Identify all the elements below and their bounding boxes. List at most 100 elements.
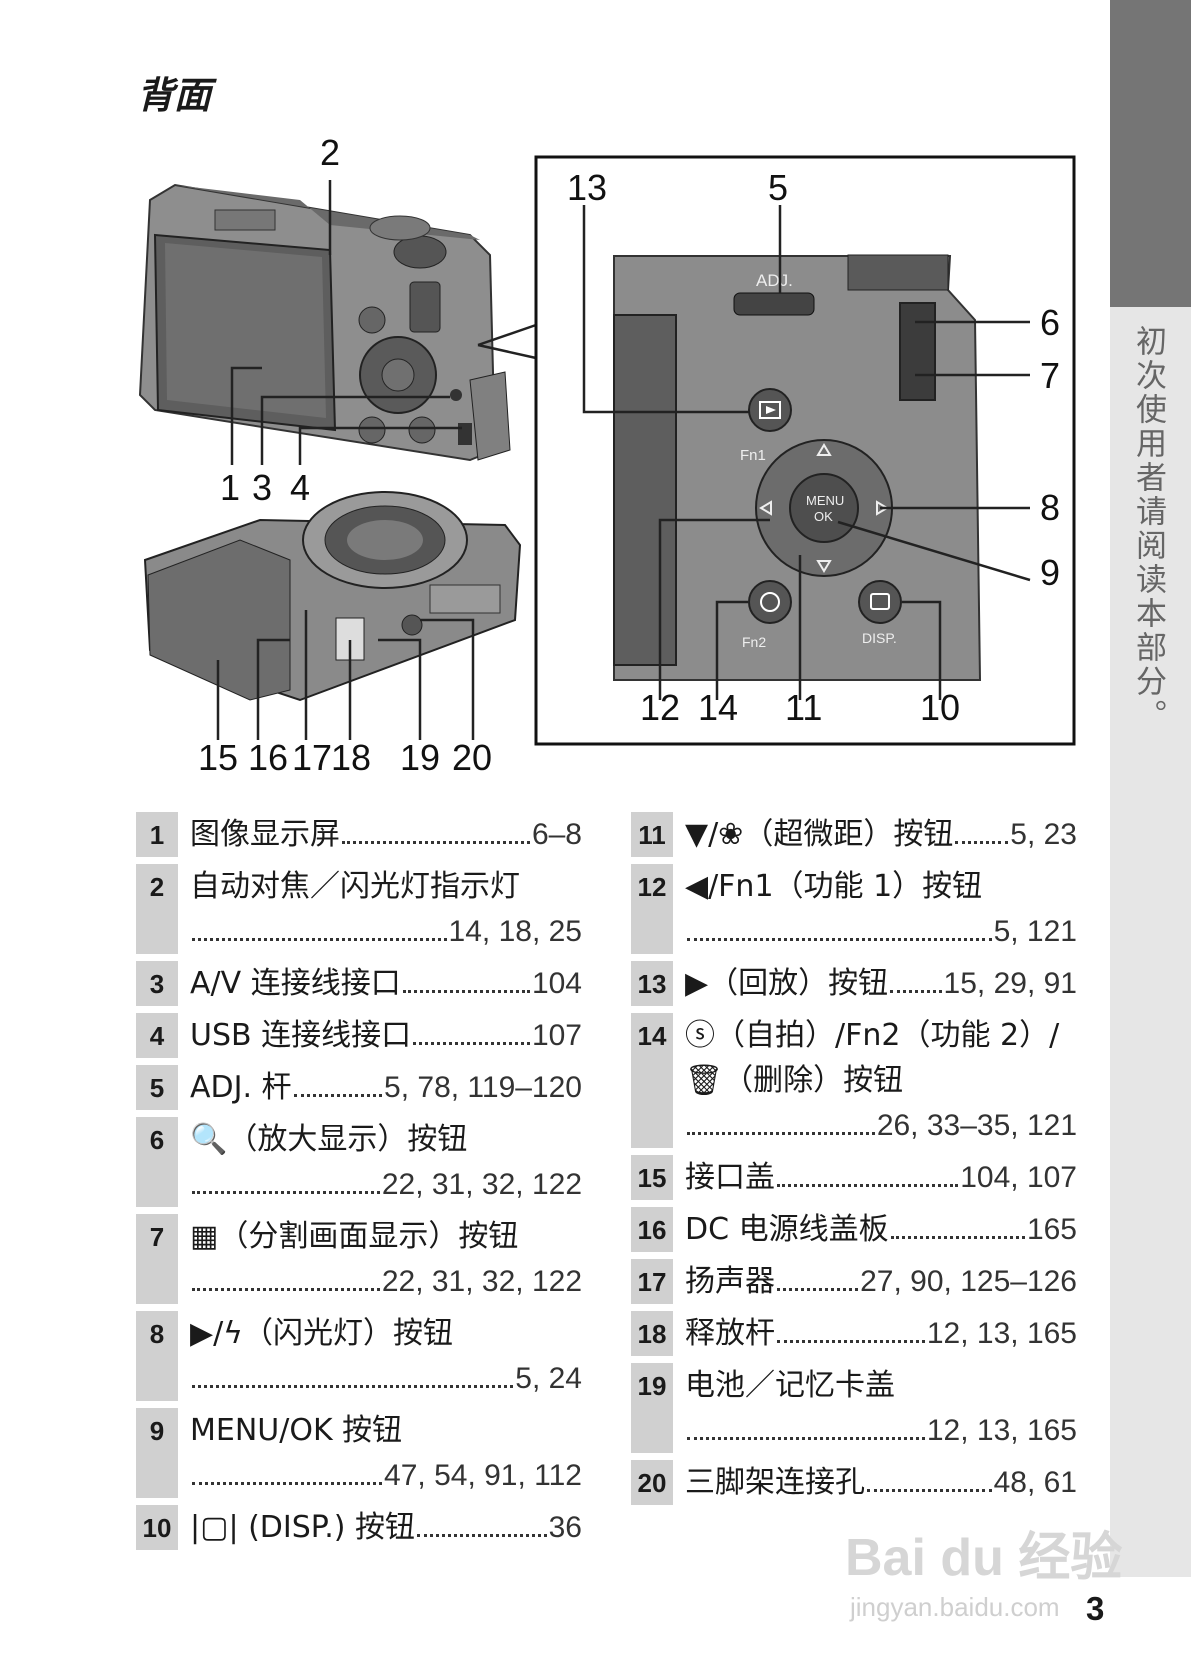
part-number: 14 <box>631 1013 673 1148</box>
callout-13: 13 <box>567 167 607 208</box>
part-description: A/V 连接线接口 104 <box>178 961 582 1006</box>
part-label: 🗑（删除）按钮 <box>685 1063 904 1098</box>
page-reference: 14, 18, 25 <box>448 915 582 948</box>
part-number: 19 <box>631 1363 673 1453</box>
callout-6: 6 <box>1040 302 1060 343</box>
chapter-tab-light <box>1110 307 1191 1577</box>
part-row: 12 ◀/Fn1（功能 1）按钮 5, 121 <box>631 864 1077 954</box>
dot-leader <box>192 1191 380 1194</box>
dot-leader <box>192 1385 514 1388</box>
dot-leader <box>687 938 992 941</box>
page-number: 3 <box>1086 1590 1105 1627</box>
callout-15: 15 <box>198 737 238 778</box>
callout-11: 11 <box>785 687 822 728</box>
part-number: 2 <box>136 864 178 954</box>
disp-label: DISP. <box>862 630 897 646</box>
page-reference: 47, 54, 91, 112 <box>384 1459 582 1492</box>
adj-lever-label: ADJ. <box>756 271 793 290</box>
part-number: 1 <box>136 812 178 857</box>
part-number: 12 <box>631 864 673 954</box>
dot-leader <box>777 1184 959 1187</box>
callout-20: 20 <box>452 737 492 778</box>
part-number: 15 <box>631 1155 673 1200</box>
part-number: 17 <box>631 1259 673 1304</box>
dot-leader <box>777 1340 925 1343</box>
callout-16: 16 <box>248 737 288 778</box>
part-label: 自动对焦／闪光灯指示灯 <box>190 869 520 904</box>
page-reference: 6–8 <box>531 818 582 851</box>
dot-leader <box>417 1534 547 1537</box>
part-description: ▶（回放）按钮 15, 29, 91 <box>673 961 1077 1006</box>
part-number: 7 <box>136 1214 178 1304</box>
dot-leader <box>192 1482 383 1485</box>
callout-19: 19 <box>400 737 440 778</box>
part-label: |▢| (DISP.) 按钮 <box>190 1510 415 1545</box>
callout-10: 10 <box>920 687 960 728</box>
dot-leader <box>777 1288 859 1291</box>
part-label: A/V 连接线接口 <box>190 966 401 1001</box>
callout-17: 17 <box>292 737 332 778</box>
callout-2: 2 <box>320 132 340 173</box>
page-reference: 5, 78, 119–120 <box>384 1071 582 1104</box>
part-description: ◀/Fn1（功能 1）按钮 5, 121 <box>673 864 1077 954</box>
page-reference: 12, 13, 165 <box>926 1414 1077 1447</box>
part-label: 三脚架连接孔 <box>685 1465 865 1500</box>
dot-leader <box>192 938 447 941</box>
page-reference: 5, 24 <box>515 1362 582 1395</box>
chapter-tab-dark <box>1110 0 1191 307</box>
part-label: ⓢ（自拍）/Fn2（功能 2）/ <box>685 1018 1060 1053</box>
page-reference: 5, 23 <box>1010 818 1077 851</box>
callout-12: 12 <box>640 687 680 728</box>
part-number: 8 <box>136 1311 178 1401</box>
callout-14: 14 <box>698 687 738 728</box>
page-reference: 104 <box>531 967 582 1000</box>
dot-leader <box>293 1094 383 1097</box>
control-panel-illustration: ADJ. Fn1 MENU OK Fn2 DISP. <box>613 254 982 681</box>
page-reference: 15, 29, 91 <box>943 967 1077 1000</box>
dot-leader <box>890 1236 1025 1239</box>
camera-bottom-illustration <box>143 491 522 702</box>
dot-leader <box>867 1489 992 1492</box>
part-label: ◀/Fn1（功能 1）按钮 <box>685 869 983 904</box>
part-label: 扬声器 <box>685 1264 775 1299</box>
page-reference: 5, 121 <box>993 915 1077 948</box>
ok-label: OK <box>814 509 833 524</box>
page-reference: 107 <box>531 1019 582 1052</box>
section-title: 背面 <box>137 74 211 117</box>
fn1-label: Fn1 <box>740 447 766 464</box>
part-label: ▦（分割画面显示）按钮 <box>190 1219 519 1254</box>
dot-leader <box>192 1288 380 1291</box>
part-description: |▢| (DISP.) 按钮 36 <box>178 1505 582 1550</box>
callout-8: 8 <box>1040 487 1060 528</box>
page-reference: 36 <box>548 1511 582 1544</box>
part-number: 18 <box>631 1311 673 1356</box>
part-row: 13 ▶（回放）按钮 15, 29, 91 <box>631 961 1077 1006</box>
page-reference: 12, 13, 165 <box>926 1317 1077 1350</box>
part-label: ▶（回放）按钮 <box>685 966 889 1001</box>
part-label: DC 电源线盖板 <box>685 1212 889 1247</box>
callout-18: 18 <box>331 737 371 778</box>
part-number: 13 <box>631 961 673 1006</box>
callout-4: 4 <box>290 467 310 508</box>
part-number: 20 <box>631 1460 673 1505</box>
